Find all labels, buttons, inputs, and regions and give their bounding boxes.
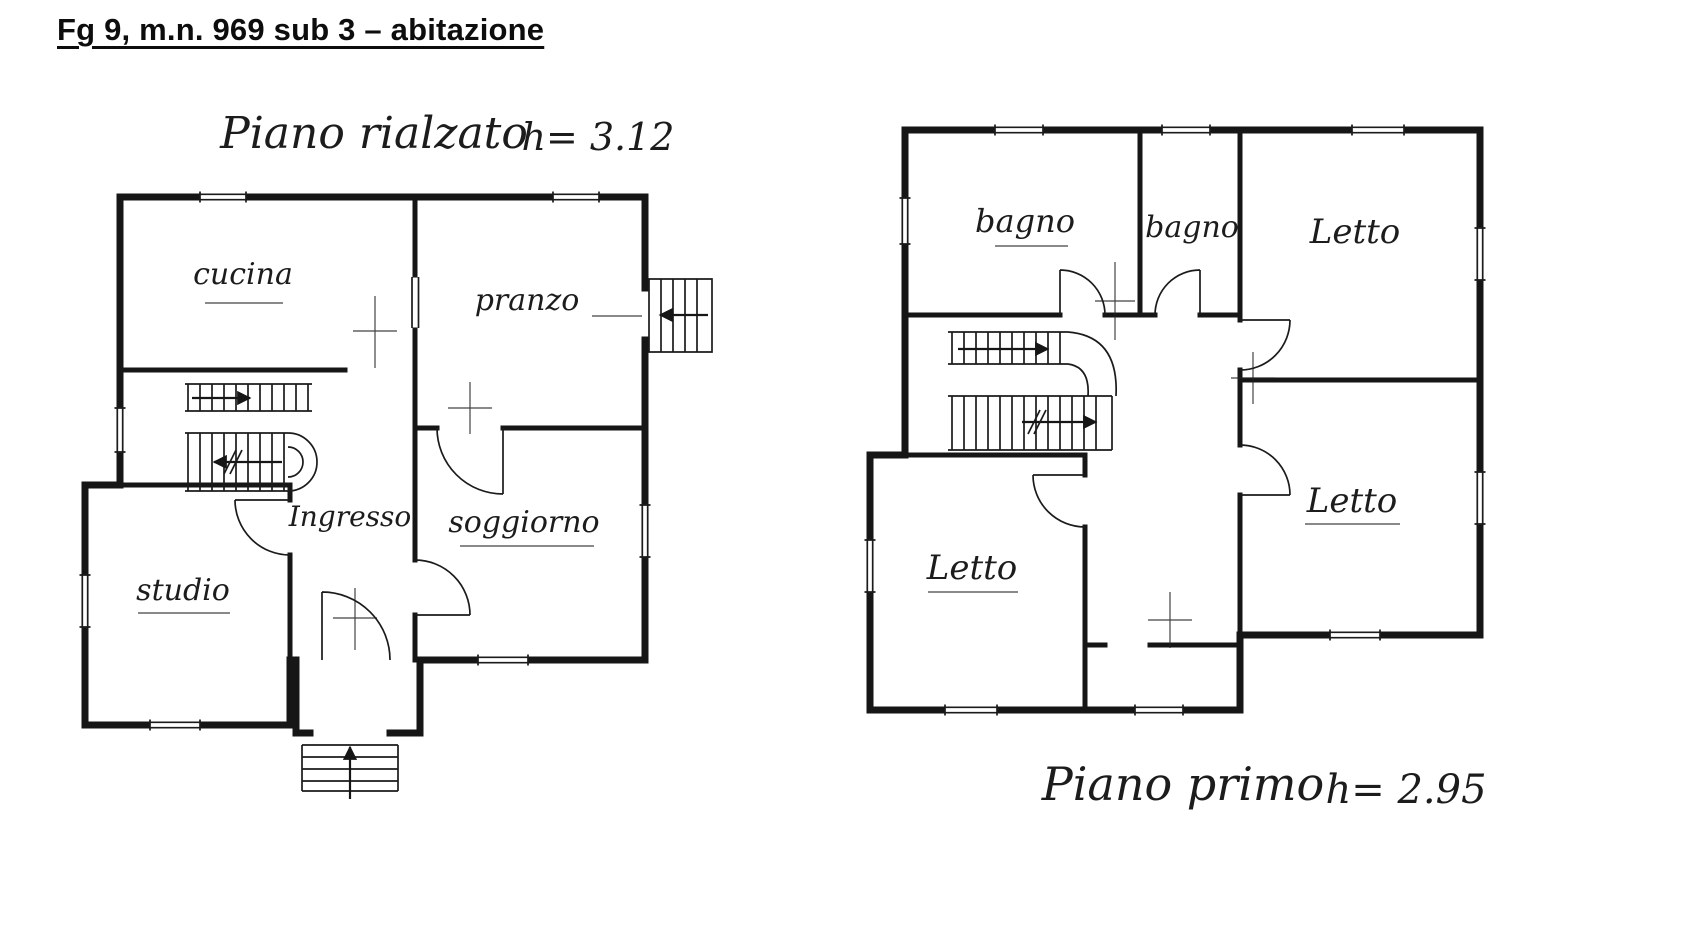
room-label-letto-middle: Letto xyxy=(1306,481,1398,521)
room-label-letto-bottom: Letto xyxy=(926,548,1018,588)
room-label-bagno-large: bagno xyxy=(975,202,1075,240)
window-icon xyxy=(1351,124,1405,136)
inner-walls xyxy=(902,127,1483,713)
room-label-ingresso: Ingresso xyxy=(288,500,412,533)
stair-break-mark xyxy=(223,449,243,475)
window-icon xyxy=(864,539,876,593)
external-steps-icon xyxy=(648,278,713,353)
floor-plan-piano-rialzato: Piano rialzato h= 3.12 cucina pranzo Ing… xyxy=(79,108,713,799)
staircase-icon xyxy=(948,331,1117,451)
room-label-pranzo: pranzo xyxy=(475,283,580,318)
window-icon xyxy=(199,191,247,203)
door-swings xyxy=(1032,269,1291,528)
stair-break-mark xyxy=(1027,409,1047,435)
page-title: Fg 9, m.n. 969 sub 3 – abitazione xyxy=(57,12,545,47)
inner-walls xyxy=(117,194,648,663)
window-icon xyxy=(639,504,651,558)
window-icon xyxy=(149,719,201,731)
window-icon xyxy=(477,654,529,666)
room-label-cucina: cucina xyxy=(193,257,293,292)
room-label-bagno-small: bagno xyxy=(1145,210,1239,245)
outer-walls xyxy=(866,126,1484,714)
plan-caption-right: Piano primo xyxy=(1041,757,1325,811)
plan-caption-left: Piano rialzato xyxy=(219,108,528,159)
window-icon xyxy=(994,124,1044,136)
window-icon xyxy=(1134,704,1184,716)
window-icon xyxy=(114,407,126,453)
plan-height-right: h= 2.95 xyxy=(1325,767,1486,813)
staircase-icon xyxy=(185,383,318,492)
entry-steps-icon xyxy=(301,744,399,799)
window-icon xyxy=(1329,629,1381,641)
window-icon xyxy=(79,574,91,628)
window-icon xyxy=(1474,471,1486,525)
window-icon xyxy=(1474,227,1486,281)
window-icon xyxy=(552,191,600,203)
window-icon xyxy=(944,704,998,716)
room-label-studio: studio xyxy=(136,573,230,608)
outer-walls xyxy=(81,193,649,737)
windows xyxy=(864,124,1486,716)
room-label-soggiorno: soggiorno xyxy=(448,505,599,540)
plan-height-left: h= 3.12 xyxy=(521,115,674,159)
window-icon xyxy=(1161,124,1211,136)
dimension-marks xyxy=(928,245,1400,648)
door-swings xyxy=(234,277,504,661)
dimension-marks xyxy=(138,296,642,650)
window-icon xyxy=(899,197,911,245)
windows xyxy=(79,191,651,731)
room-label-letto-top: Letto xyxy=(1309,212,1401,252)
floor-plan-piano-primo: Piano primo h= 2.95 bagno bagno Letto Le… xyxy=(864,124,1487,813)
